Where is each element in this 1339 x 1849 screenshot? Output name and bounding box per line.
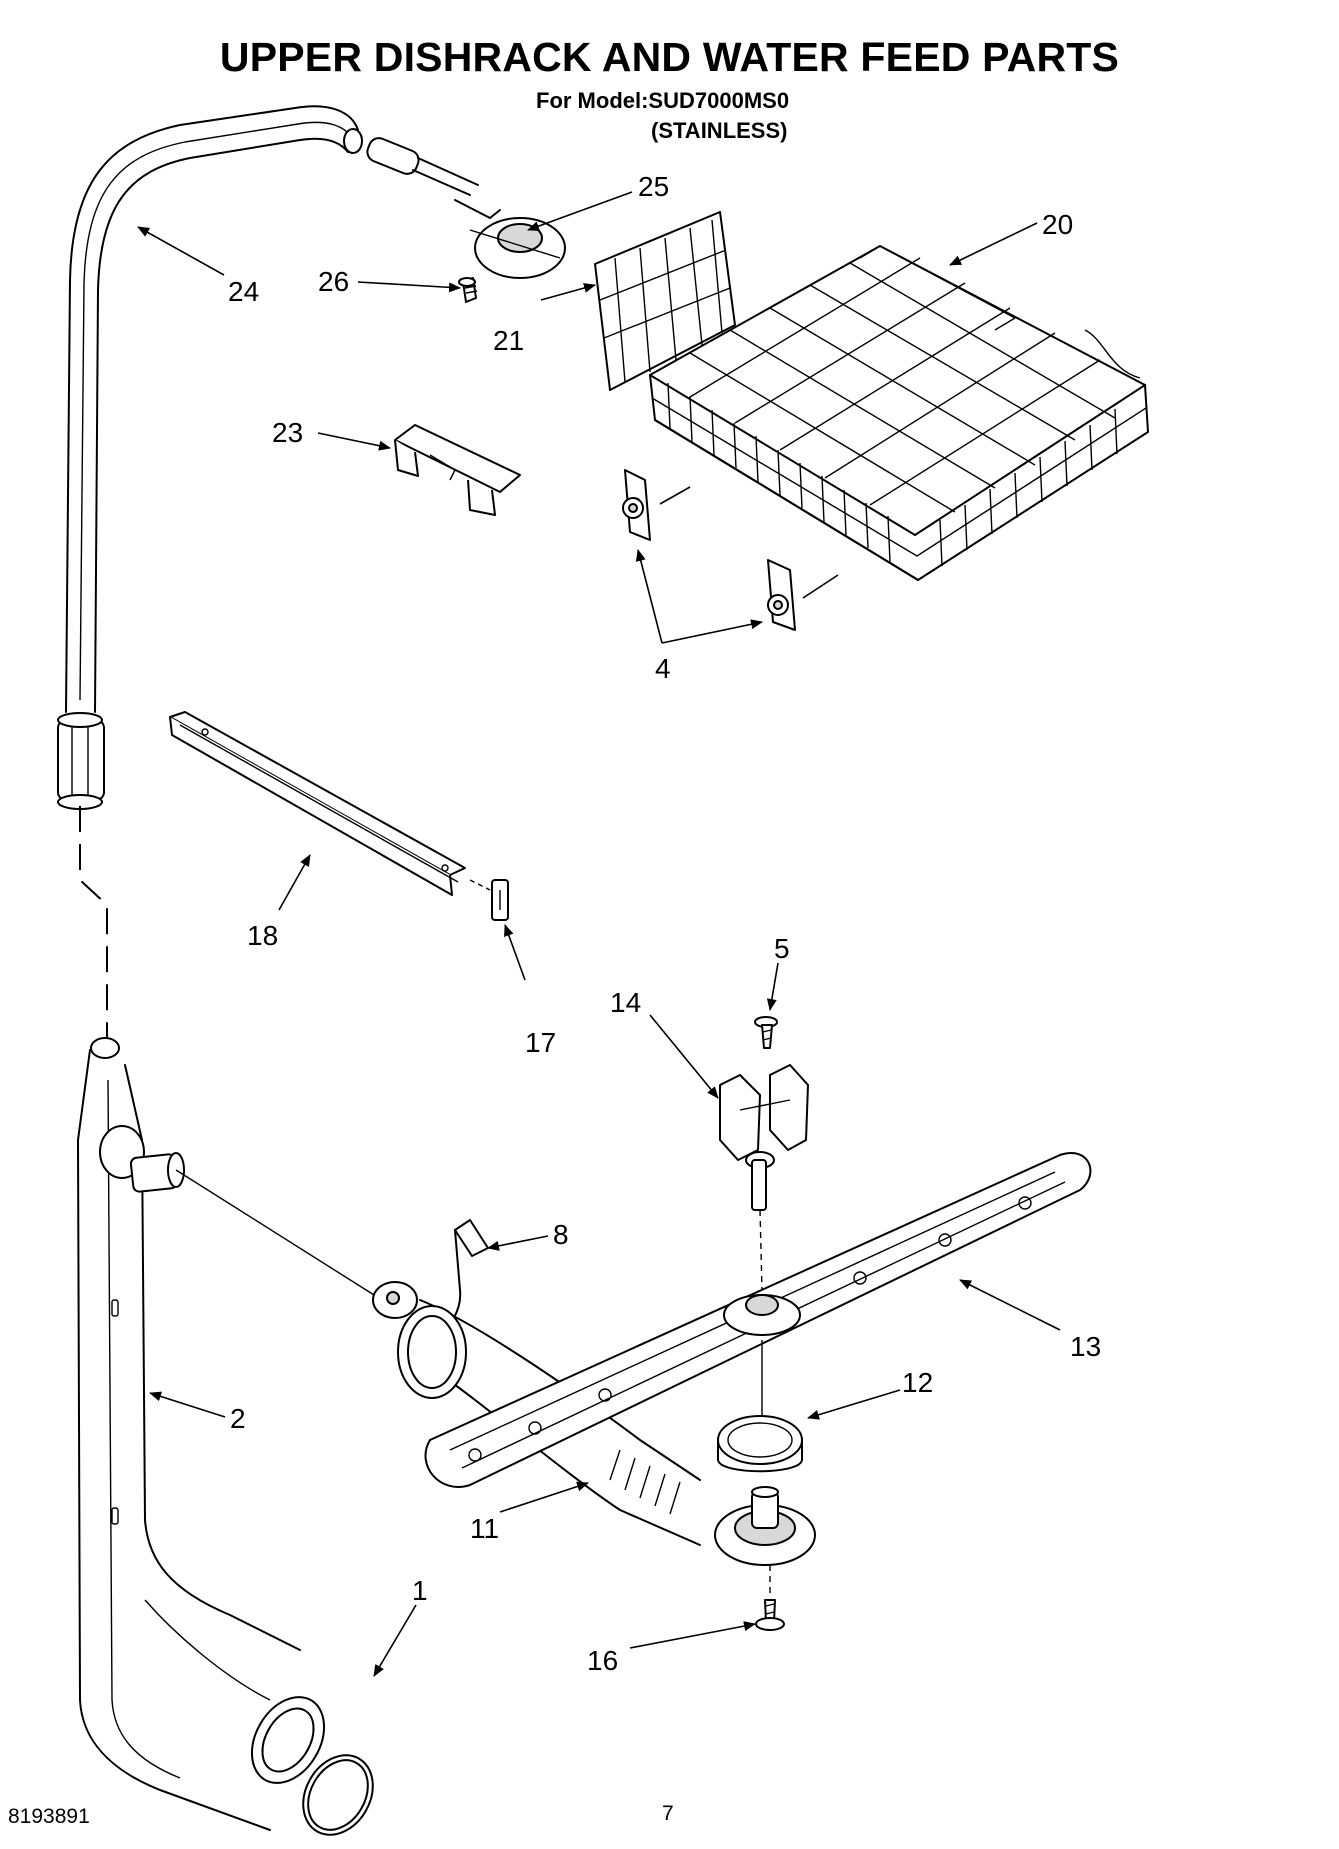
callout-14: 14 <box>610 987 641 1018</box>
callout-16: 16 <box>587 1645 618 1676</box>
part-11-supply-tube <box>419 1299 816 1566</box>
callout-23: 23 <box>272 417 303 448</box>
callout-13: 13 <box>1070 1331 1101 1362</box>
part-13-spray-arm <box>424 1152 1092 1488</box>
connection-line <box>175 1169 383 1301</box>
leader-lines <box>137 191 1061 1677</box>
callout-26: 26 <box>318 266 349 297</box>
part-21-tine-panel <box>594 211 736 391</box>
callout-2: 2 <box>230 1403 246 1434</box>
page-title: UPPER DISHRACK AND WATER FEED PARTS <box>219 34 1120 80</box>
part-17-rail-stop <box>469 879 509 921</box>
callout-4: 4 <box>655 653 671 684</box>
callout-12: 12 <box>902 1367 933 1398</box>
part-20-dishrack <box>649 245 1149 581</box>
callout-11: 11 <box>470 1513 499 1544</box>
part-5-screw <box>754 1016 778 1049</box>
part-12-bearing-ring <box>717 1340 803 1473</box>
part-8-clamp <box>372 1219 489 1399</box>
part-26-screw <box>458 277 478 303</box>
part-14-hub <box>719 1064 809 1291</box>
part-23-rack-stop <box>394 424 521 516</box>
part-4-rack-roller-left <box>622 469 651 541</box>
callout-25: 25 <box>638 171 669 202</box>
part-1-o-ring <box>302 1754 374 1836</box>
model-number: For Model:SUD7000MS0 <box>536 88 790 113</box>
callout-20: 20 <box>1042 209 1073 240</box>
document-number: 8193891 <box>8 1805 90 1828</box>
callout-5: 5 <box>774 933 790 964</box>
callout-24: 24 <box>228 276 259 307</box>
part-4-rack-roller-right <box>767 559 796 631</box>
callout-8: 8 <box>553 1219 569 1250</box>
part-18-rack-rail <box>169 711 466 896</box>
model-variant: (STAINLESS) <box>651 118 788 143</box>
callout-17: 17 <box>525 1027 556 1058</box>
callout-18: 18 <box>247 920 278 951</box>
page-number: 7 <box>662 1802 674 1825</box>
part-16-screw <box>755 1565 785 1631</box>
callout-labels: 25 20 24 26 21 23 4 18 17 5 14 8 13 2 12… <box>228 171 1101 1676</box>
part-2-feed-manifold <box>77 1037 326 1831</box>
callout-1: 1 <box>412 1575 428 1606</box>
part-25-spray-fitting <box>366 137 566 279</box>
part-24-feed-tube <box>57 105 363 810</box>
callout-21: 21 <box>493 325 524 356</box>
connection-dashed-line <box>79 806 108 1050</box>
